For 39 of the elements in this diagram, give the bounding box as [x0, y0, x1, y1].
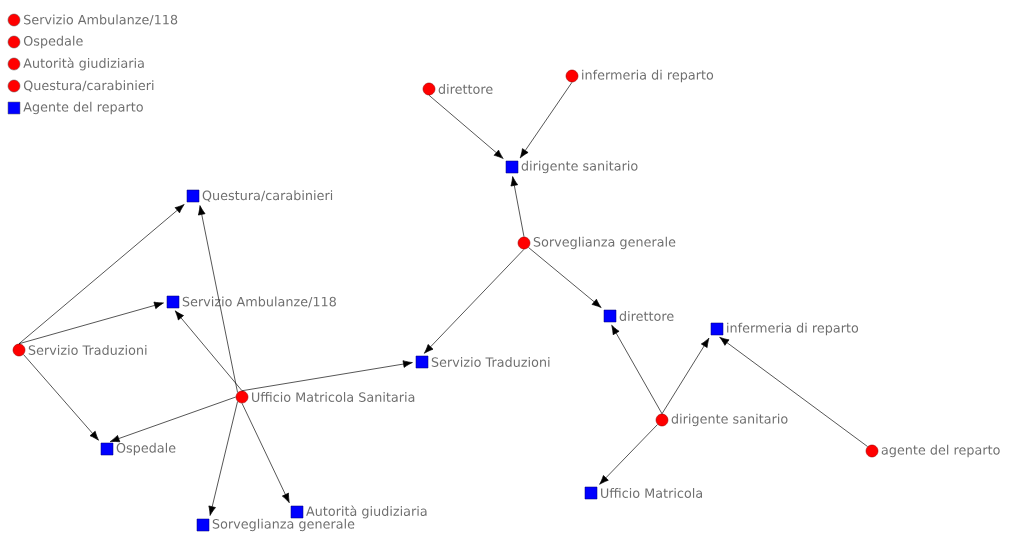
node-label: Ospedale [116, 442, 176, 456]
arrow [510, 176, 525, 238]
arrow [18, 301, 164, 345]
arrow [599, 424, 658, 485]
legend-label: Agente del reparto [23, 101, 143, 115]
arrow [109, 396, 237, 443]
arrow [424, 248, 525, 354]
arrow [198, 205, 238, 393]
arrow [174, 310, 243, 392]
node-label: Ufficio Matricola [601, 488, 702, 498]
node-label: Sorveglianza generale [212, 518, 355, 532]
node-label: Autorità giudiziaria [306, 505, 427, 519]
arrow [428, 94, 504, 159]
arrow [719, 336, 868, 447]
legend-label: Servizio Ambulanze/118 [24, 14, 178, 26]
node-label: direttore [619, 311, 674, 321]
arrow [241, 402, 290, 504]
arrow [23, 354, 99, 441]
node-label: dirigente sanitario [671, 413, 788, 427]
node-label: Questura/carabinieri [202, 190, 333, 202]
node-label: direttore [438, 84, 493, 94]
node-label: Sorveglianza generale [533, 236, 676, 250]
arrow [519, 81, 573, 159]
legend-label: Autorità giudiziaria [23, 57, 144, 71]
node-label: agente del reparto [881, 444, 1000, 458]
arrow [611, 324, 663, 415]
node-label: dirigente sanitario [521, 160, 638, 174]
legend-label: Ospedale [23, 35, 83, 49]
node-label: infermeria di reparto [582, 69, 714, 83]
arrow [661, 337, 710, 415]
arrow [208, 401, 238, 516]
node-label: Servizio Traduzioni [431, 357, 550, 367]
node-label: infermeria di reparto [727, 322, 859, 336]
legend-label: Questura/carabinieri [23, 80, 154, 92]
arrow [528, 247, 602, 308]
arrow [241, 360, 413, 392]
arrow [18, 204, 185, 345]
node-label: Ufficio Matricola Sanitaria [252, 392, 415, 402]
node-label: Servizio Traduzioni [28, 345, 147, 355]
